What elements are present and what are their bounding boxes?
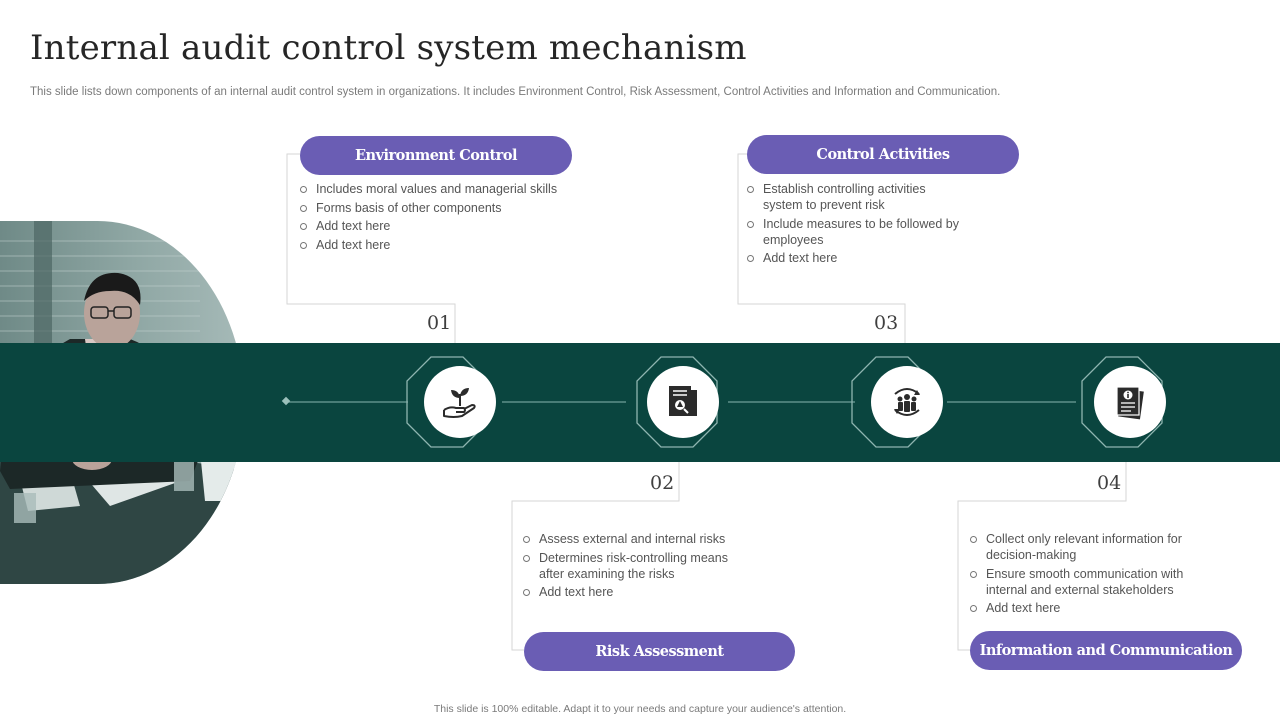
step-4-title: Information and Communication [970, 631, 1242, 670]
list-item: Include measures to be followed by emplo… [745, 216, 960, 248]
step-2-title: Risk Assessment [524, 632, 795, 671]
step-4-number: 04 [1097, 472, 1122, 494]
step-2-icon-frame [637, 356, 729, 448]
list-item: Add text here [745, 250, 960, 266]
step-3-bullets: Establish controlling activities system … [745, 181, 960, 269]
list-item: Includes moral values and managerial ski… [298, 181, 598, 197]
list-item: Forms basis of other components [298, 200, 598, 216]
page-title: Internal audit control system mechanism [30, 28, 747, 68]
step-2-number: 02 [650, 472, 675, 494]
list-item: Determines risk-controlling means after … [521, 550, 751, 582]
list-item: Establish controlling activities system … [745, 181, 960, 213]
step-3-number: 03 [874, 312, 899, 334]
list-item: Assess external and internal risks [521, 531, 751, 547]
document-search-icon [669, 386, 697, 416]
list-item: Collect only relevant information for de… [968, 531, 1213, 563]
list-item: Add text here [298, 237, 598, 253]
step-1-icon-frame [414, 356, 506, 448]
step-1-number: 01 [427, 312, 452, 334]
page-subtitle: This slide lists down components of an i… [30, 86, 1001, 98]
step-4-bullets: Collect only relevant information for de… [968, 531, 1213, 619]
list-item: Ensure smooth communication with interna… [968, 566, 1213, 598]
step-3-title: Control Activities [747, 135, 1019, 174]
list-item: Add text here [298, 218, 598, 234]
step-1-bullets: Includes moral values and managerial ski… [298, 181, 598, 255]
step-2-bullets: Assess external and internal risks Deter… [521, 531, 751, 603]
step-3-icon-frame [861, 356, 953, 448]
list-item: Add text here [521, 584, 751, 600]
list-item: Add text here [968, 600, 1213, 616]
team-cycle-icon [894, 388, 920, 416]
footer-note: This slide is 100% editable. Adapt it to… [433, 703, 847, 715]
step-4-icon-frame [1084, 356, 1176, 448]
plant-in-hand-icon [443, 388, 476, 418]
info-document-icon [1116, 386, 1144, 420]
step-1-title: Environment Control [300, 136, 572, 175]
